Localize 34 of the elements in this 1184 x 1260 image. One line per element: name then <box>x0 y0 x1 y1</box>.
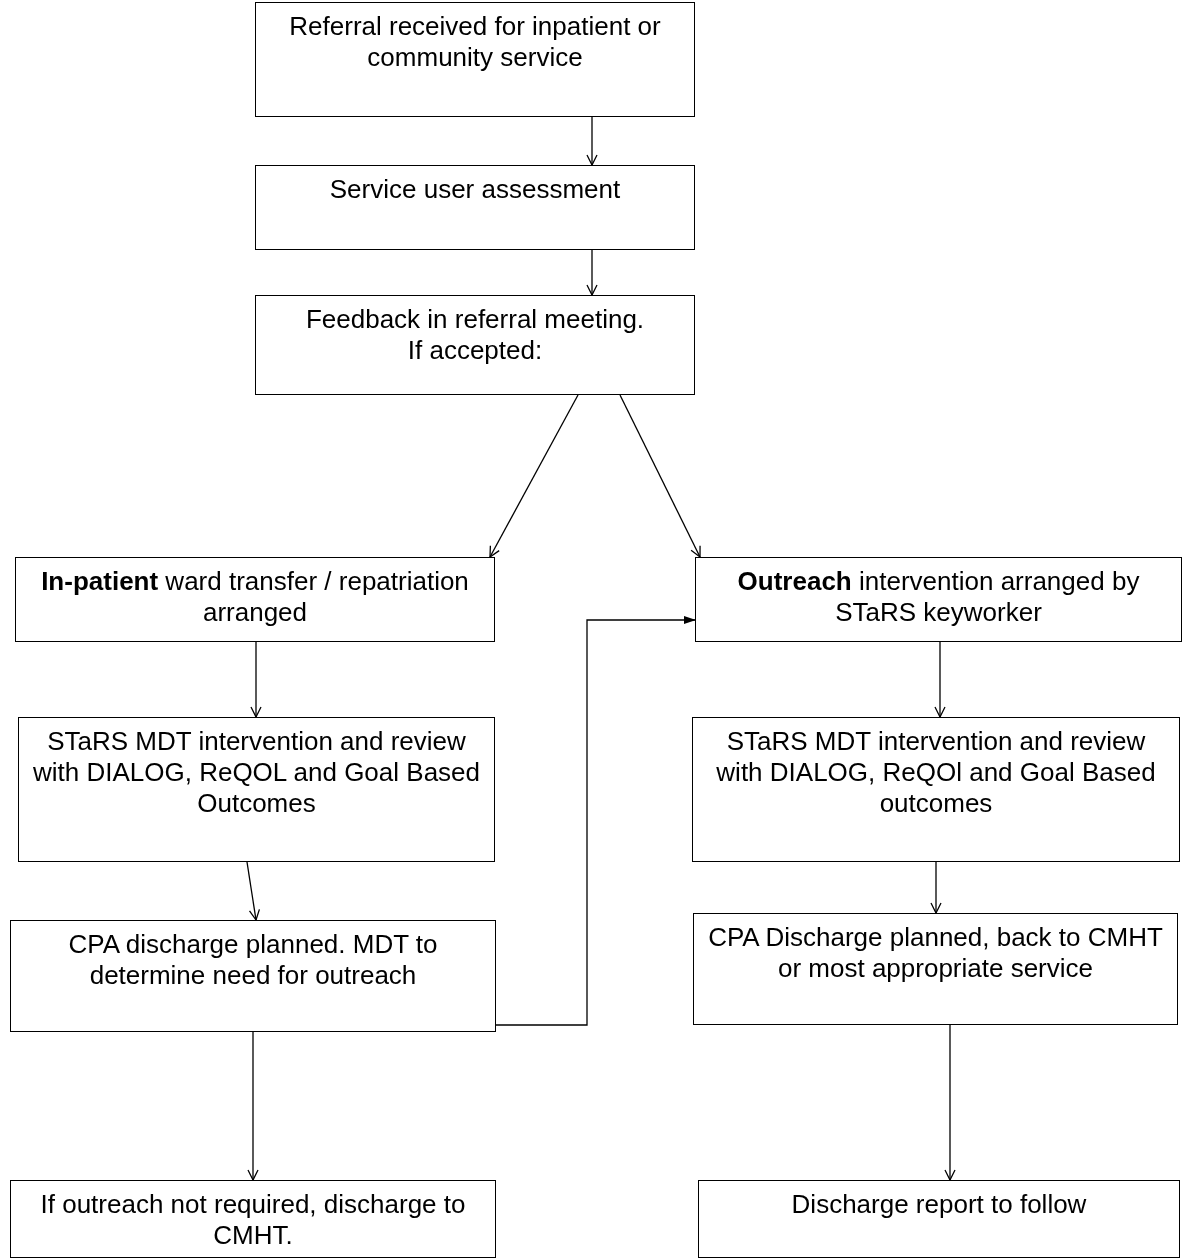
process-box <box>255 2 695 117</box>
process-box <box>698 1180 1180 1258</box>
arrow <box>944 1024 956 1181</box>
process-box <box>255 165 695 250</box>
box-text: If outreach not required, discharge to CMHT. <box>39 1189 467 1251</box>
process-box <box>10 920 496 1032</box>
box-text: Referral received for inpatient or community service <box>288 11 662 73</box>
box-text: Outreach intervention arranged by STaRS keyworker <box>736 566 1141 628</box>
process-box <box>693 913 1178 1025</box>
process-box <box>692 717 1180 862</box>
box-text: STaRS MDT intervention and review with DIALOG, ReQOl and Goal Based outcomes <box>715 726 1157 819</box>
box-text: Discharge report to follow <box>791 1189 1087 1220</box>
arrow <box>586 249 598 296</box>
arrow <box>489 394 579 558</box>
arrow <box>246 861 261 921</box>
process-box <box>18 717 495 862</box>
box-text: Service user assessment <box>329 174 621 205</box>
process-box <box>255 295 695 395</box>
arrow <box>619 394 701 558</box>
arrow <box>250 641 262 718</box>
process-box <box>695 557 1182 642</box>
arrow <box>495 616 696 1026</box>
process-box <box>10 1180 496 1258</box>
arrow <box>586 116 598 166</box>
arrow <box>247 1031 259 1181</box>
box-text: STaRS MDT intervention and review with DIALOG, ReQOL and Goal Based Outcomes <box>32 726 481 819</box>
box-text: CPA Discharge planned, back to CMHT or most appropriate service <box>707 922 1164 984</box>
box-text: Feedback in referral meeting. <box>305 304 645 335</box>
arrow <box>930 861 942 914</box>
arrow <box>934 641 946 718</box>
box-text: In-patient ward transfer / repatriation arranged <box>40 566 470 628</box>
box-text: CPA discharge planned. MDT to determine need for outreach <box>67 929 439 991</box>
process-box <box>15 557 495 642</box>
box-text: If accepted: <box>407 335 543 366</box>
